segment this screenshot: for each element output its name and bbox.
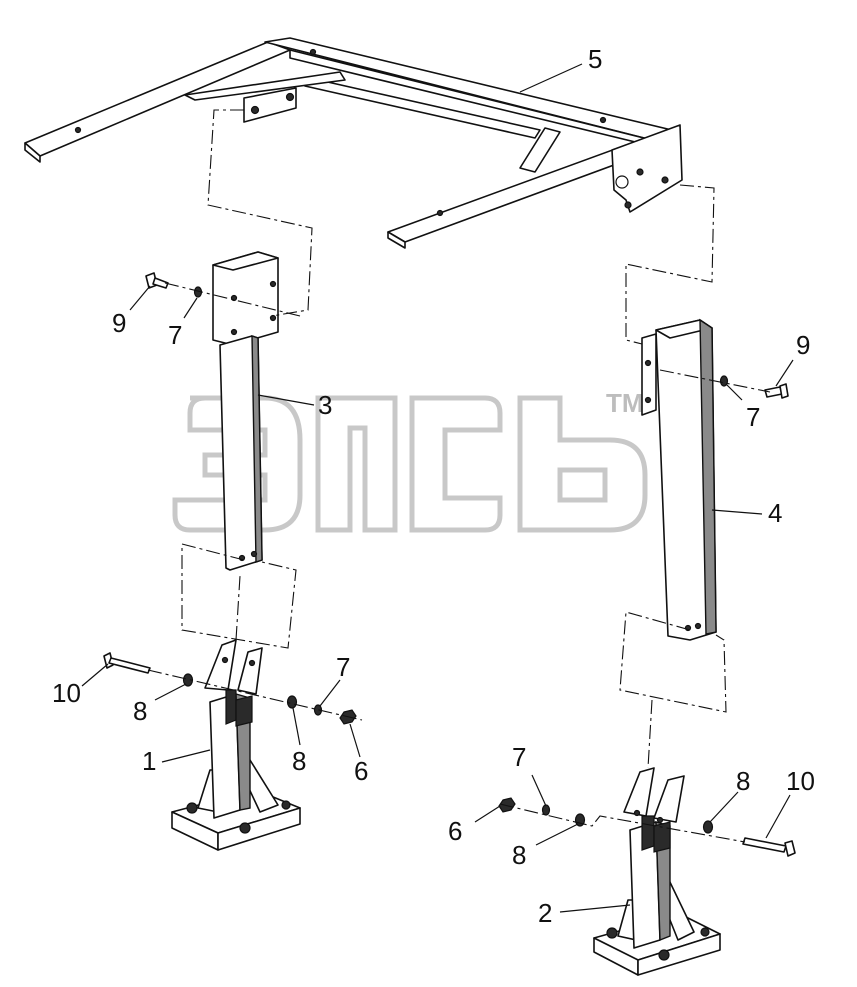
callout-10-left: 10	[52, 678, 81, 708]
bolt-9-right	[764, 383, 789, 399]
bolt-9-left	[145, 272, 169, 289]
callout-2: 2	[538, 898, 552, 928]
callout-8-d: 8	[736, 766, 750, 796]
washer-7-upper-right	[719, 375, 729, 387]
left-upright-part-3	[212, 251, 279, 571]
leader-lines	[81, 63, 794, 913]
hardware	[103, 272, 796, 857]
callout-6-right: 6	[448, 816, 462, 846]
bolt-10-left	[103, 652, 151, 674]
callout-5: 5	[588, 44, 602, 74]
right-upright-part-4	[641, 318, 717, 641]
callout-7-lower-left: 7	[336, 652, 350, 682]
callout-9-right: 9	[796, 330, 810, 360]
callout-7-upper-right: 7	[746, 402, 760, 432]
right-base-post-part-2	[593, 767, 721, 976]
callout-1: 1	[142, 746, 156, 776]
left-base-post-part-1	[171, 639, 301, 851]
callout-8-a: 8	[133, 696, 147, 726]
trademark-mark: TM	[606, 388, 644, 418]
callout-10-right: 10	[786, 766, 815, 796]
callout-4: 4	[768, 498, 782, 528]
washer-8-d	[702, 820, 714, 834]
callout-6-left: 6	[354, 756, 368, 786]
top-frame-part-5	[24, 37, 683, 249]
callout-7-upper-left: 7	[168, 320, 182, 350]
watermark-logo: TM	[172, 388, 648, 533]
washer-7-lower-right	[541, 804, 551, 816]
assembly-lines	[147, 109, 771, 843]
callout-3: 3	[318, 390, 332, 420]
callout-8-b: 8	[292, 746, 306, 776]
callout-9-left: 9	[112, 308, 126, 338]
callout-labels: 5 3 4 1 2 9 7 9 7 10 8 8 7 6 6 7 8 8 10	[52, 44, 815, 928]
bolt-10-right	[742, 837, 796, 857]
nut-6-right	[498, 797, 516, 813]
callout-7-lower-right: 7	[512, 742, 526, 772]
callout-8-c: 8	[512, 840, 526, 870]
washer-8-b	[286, 695, 298, 709]
